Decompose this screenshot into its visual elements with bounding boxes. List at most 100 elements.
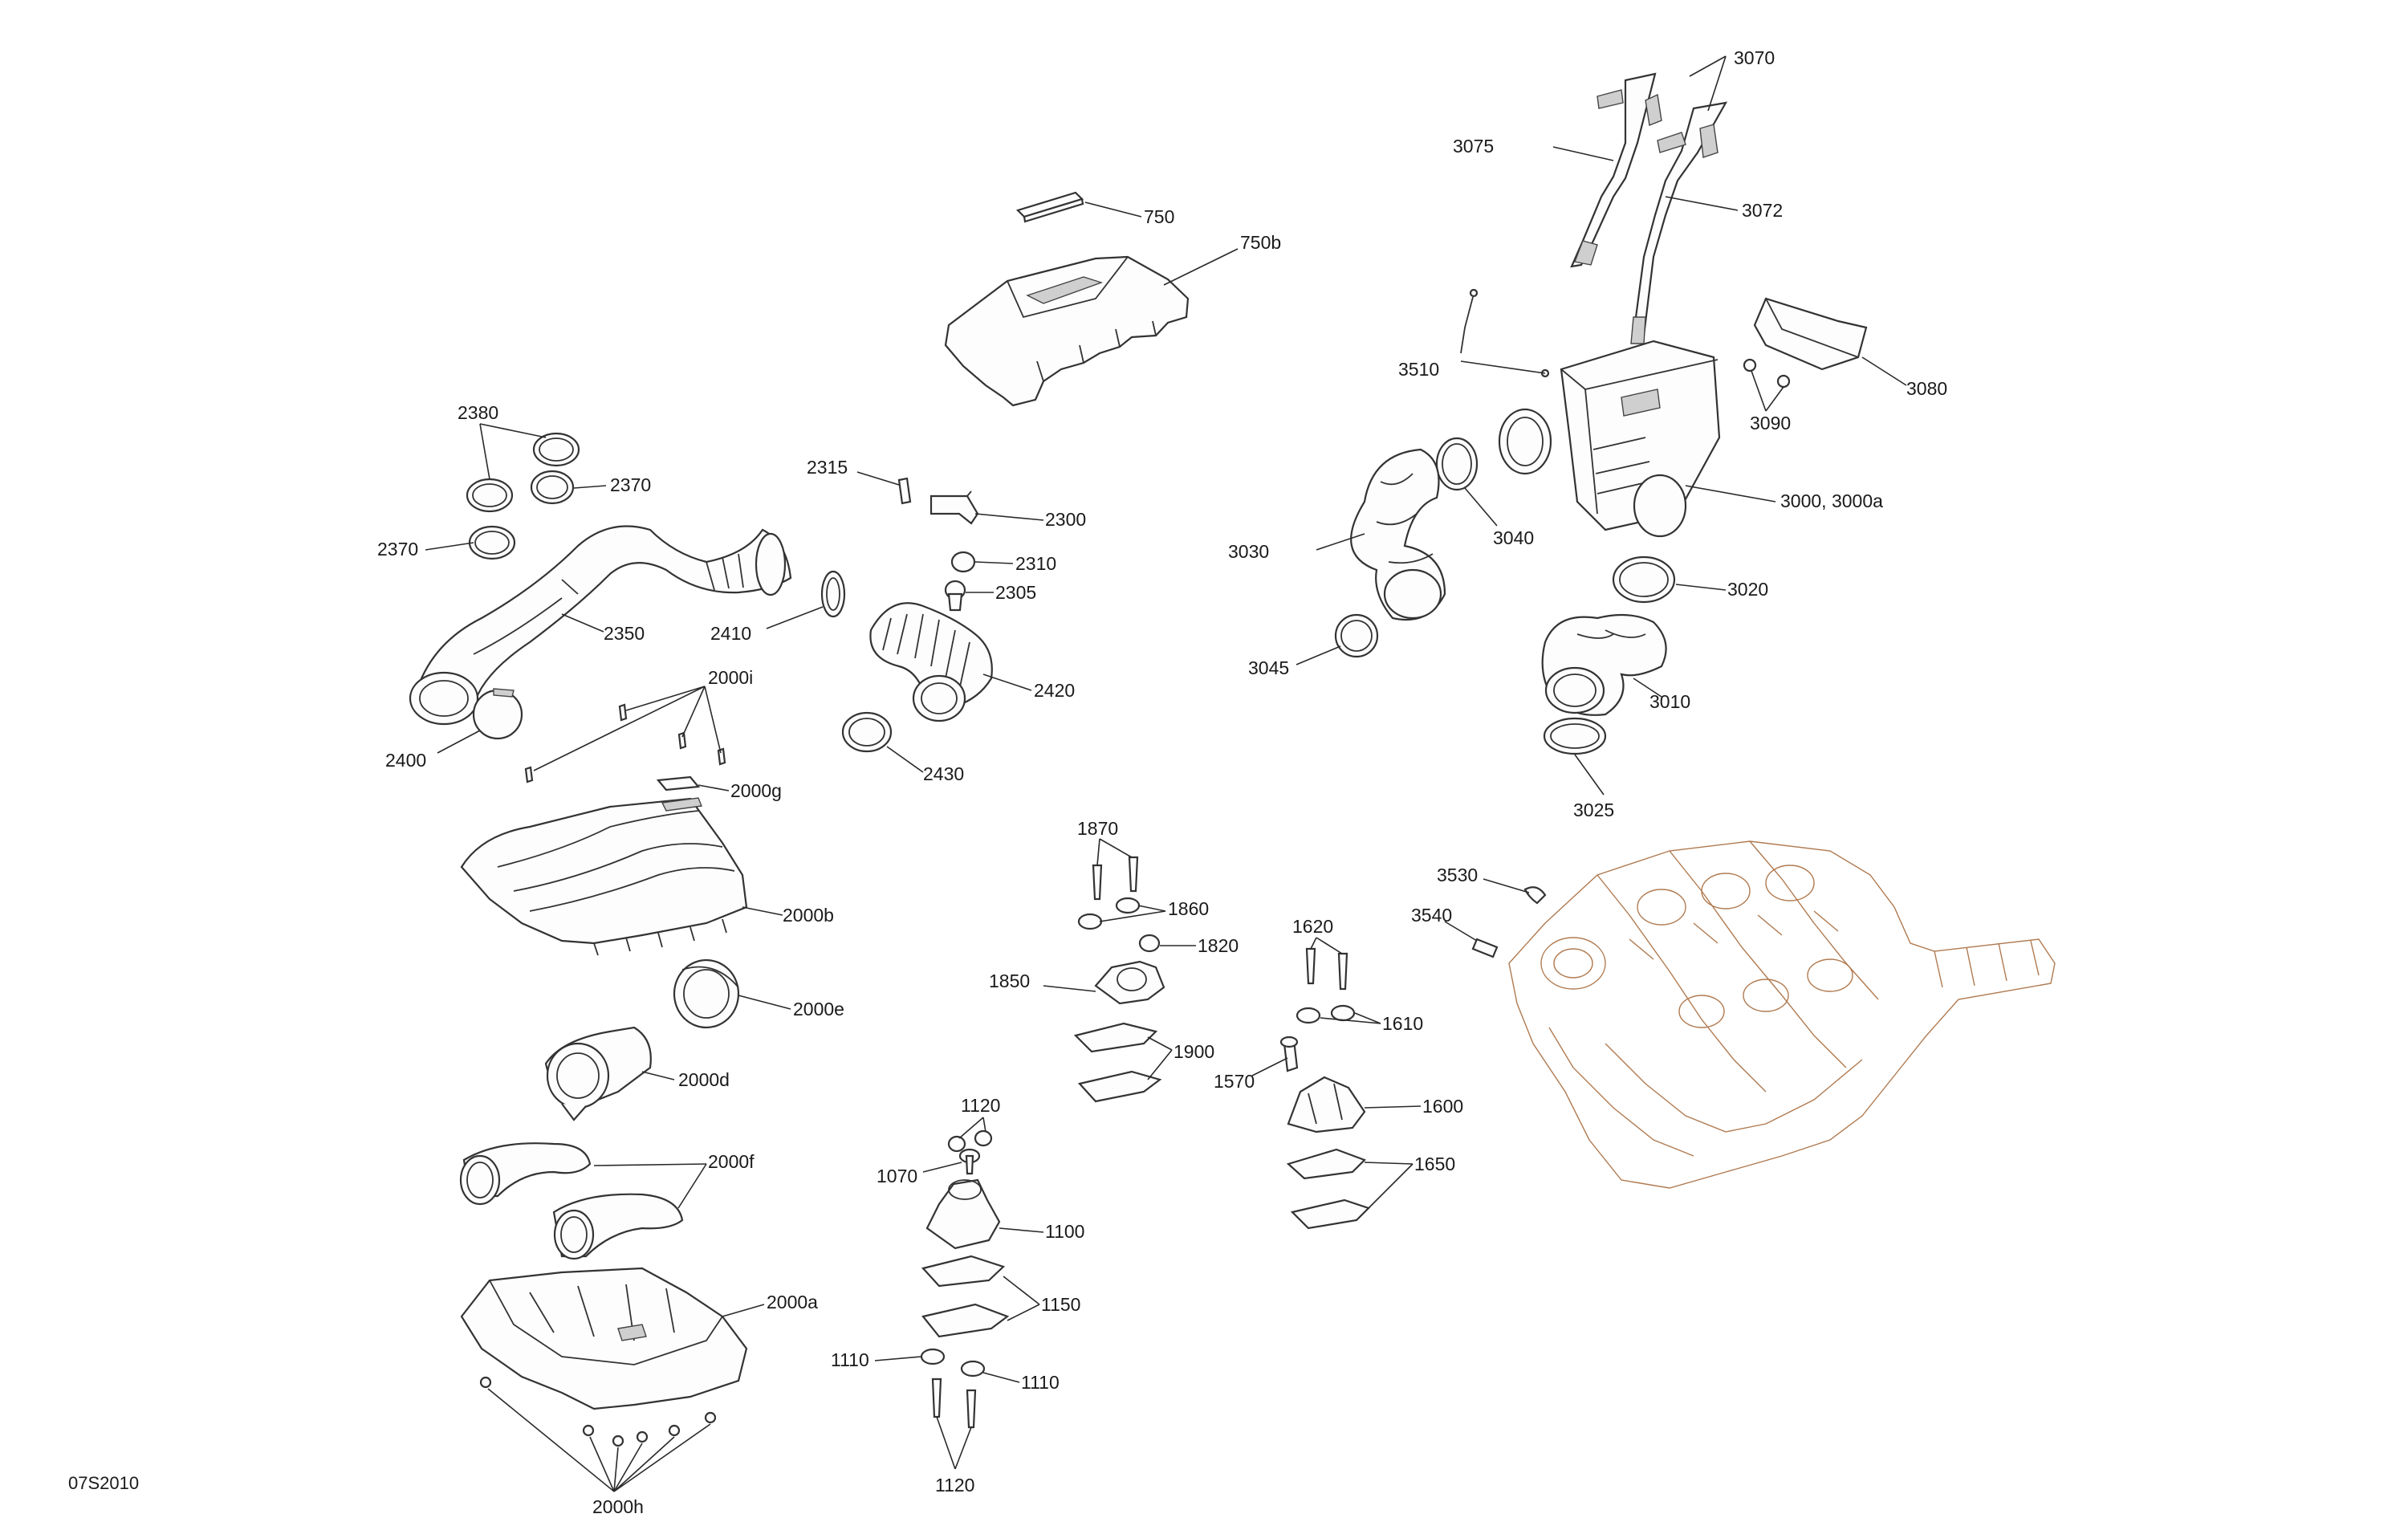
- part-1870-bolts: [1092, 856, 1139, 901]
- part-3045-clamp: [1334, 613, 1379, 658]
- callout-3045: 3045: [1248, 657, 1289, 678]
- callout-2000a: 2000a: [767, 1292, 818, 1312]
- callout-2305: 2305: [995, 582, 1036, 603]
- part-1100-mount: [925, 1178, 1001, 1250]
- callout-3080: 3080: [1906, 378, 1947, 399]
- part-3030-hose: [1350, 448, 1446, 621]
- part-1070-bolt: [958, 1148, 981, 1175]
- callout-3040: 3040: [1493, 527, 1534, 548]
- callout-1650: 1650: [1414, 1154, 1455, 1174]
- callout-2000g: 2000g: [730, 780, 782, 801]
- part-2400-plug: [472, 688, 523, 740]
- part-2315-bolt: [897, 477, 912, 505]
- part-3025-clamp: [1543, 717, 1607, 755]
- part-2000h-fasteners: [479, 1376, 717, 1447]
- callout-1860: 1860: [1168, 898, 1209, 919]
- part-2000f-elbow-upper: [459, 1142, 592, 1206]
- part-2370-clamp-upper: [530, 470, 575, 505]
- callout-3540: 3540: [1411, 905, 1452, 926]
- part-3090-fasteners: [1743, 358, 1791, 389]
- part-2370-clamp-left: [466, 478, 514, 513]
- callout-3510: 3510: [1398, 359, 1439, 380]
- part-2000a-plenum-base: [460, 1267, 748, 1410]
- callout-2300: 2300: [1045, 509, 1086, 530]
- callout-3030: 3030: [1228, 541, 1269, 562]
- part-3540-grommet: [1471, 938, 1499, 958]
- callout-1100: 1100: [1045, 1221, 1084, 1242]
- callout-2410: 2410: [710, 623, 751, 644]
- part-2000f-elbow-lower: [552, 1193, 684, 1260]
- callout-3000: 3000, 3000a: [1780, 490, 1883, 511]
- part-3010-hose: [1541, 613, 1667, 716]
- callout-2420: 2420: [1034, 680, 1075, 701]
- part-2310-fitting: [950, 551, 976, 573]
- callout-2000f: 2000f: [708, 1151, 755, 1172]
- part-3530-clip: [1523, 886, 1547, 905]
- callout-1850: 1850: [989, 971, 1030, 991]
- part-2000i-screws: [524, 703, 726, 783]
- callout-2430: 2430: [923, 763, 964, 784]
- callout-1070: 1070: [877, 1166, 917, 1186]
- part-1570-bolt: [1279, 1036, 1299, 1072]
- callout-1820: 1820: [1198, 935, 1239, 956]
- callout-2310: 2310: [1015, 553, 1056, 574]
- callout-1610: 1610: [1382, 1013, 1423, 1034]
- callout-3530: 3530: [1437, 865, 1478, 885]
- part-3040-clamp: [1435, 437, 1479, 491]
- part-2305-fitting: [944, 580, 966, 612]
- part-1120-bolts-bottom: [931, 1377, 977, 1429]
- callout-2000d: 2000d: [678, 1069, 730, 1090]
- callout-1120-bottom: 1120: [935, 1475, 974, 1495]
- part-1900-shims: [1073, 1022, 1162, 1103]
- part-1620-bolts: [1305, 947, 1348, 991]
- callout-1570: 1570: [1214, 1071, 1255, 1092]
- callout-1150: 1150: [1041, 1294, 1080, 1315]
- callout-2315: 2315: [807, 457, 848, 478]
- engine-assembly-ghost: [1508, 840, 2056, 1189]
- callout-1870: 1870: [1077, 818, 1118, 839]
- part-2430-clamp: [841, 711, 893, 753]
- part-2420-bellows-hose: [869, 602, 993, 722]
- part-1820-nut: [1138, 934, 1161, 953]
- callout-2000e: 2000e: [793, 999, 844, 1019]
- callout-1110-right: 1110: [1021, 1372, 1060, 1393]
- part-3080-bracket: [1753, 297, 1868, 371]
- part-750-strip: [1015, 191, 1084, 223]
- part-1110-washers: [920, 1348, 986, 1377]
- part-750b-engine-cover: [944, 255, 1190, 407]
- part-1150-shims: [921, 1255, 1010, 1338]
- part-2300-hose: [929, 490, 979, 525]
- callout-1120-top: 1120: [961, 1095, 1000, 1116]
- part-1650-shims: [1286, 1148, 1371, 1230]
- part-1120-nuts-top: [947, 1129, 993, 1153]
- part-2000b-intake-manifold: [460, 797, 748, 956]
- part-2000g-label: [656, 775, 701, 791]
- callout-2400: 2400: [385, 750, 426, 771]
- callout-2000i: 2000i: [708, 667, 753, 688]
- callout-3025: 3025: [1573, 800, 1614, 820]
- part-2410-clamp: [820, 570, 846, 618]
- part-3072-strap: [1630, 101, 1728, 344]
- callout-2370-upper: 2370: [610, 474, 651, 495]
- part-3075-strap: [1570, 72, 1662, 268]
- callout-2380: 2380: [458, 402, 498, 423]
- callout-2350: 2350: [604, 623, 645, 644]
- part-3020-clamp: [1612, 555, 1676, 604]
- callout-2000h: 2000h: [592, 1496, 644, 1517]
- callout-3070: 3070: [1734, 47, 1775, 68]
- callout-3010: 3010: [1649, 691, 1690, 712]
- callout-3075: 3075: [1453, 136, 1494, 157]
- part-1860-washers: [1077, 897, 1141, 930]
- callout-1620: 1620: [1292, 916, 1333, 937]
- callout-3020: 3020: [1727, 579, 1768, 600]
- callout-1600: 1600: [1422, 1096, 1463, 1117]
- callout-750: 750: [1144, 206, 1174, 227]
- part-3000-intercooler: [1498, 340, 1721, 538]
- callout-1900: 1900: [1173, 1041, 1214, 1062]
- part-2380-clamp: [532, 432, 580, 467]
- part-1850-mount: [1094, 960, 1165, 1005]
- figure-code: 07S2010: [68, 1473, 139, 1493]
- callout-3090: 3090: [1750, 413, 1791, 433]
- callout-1110-left: 1110: [831, 1349, 869, 1370]
